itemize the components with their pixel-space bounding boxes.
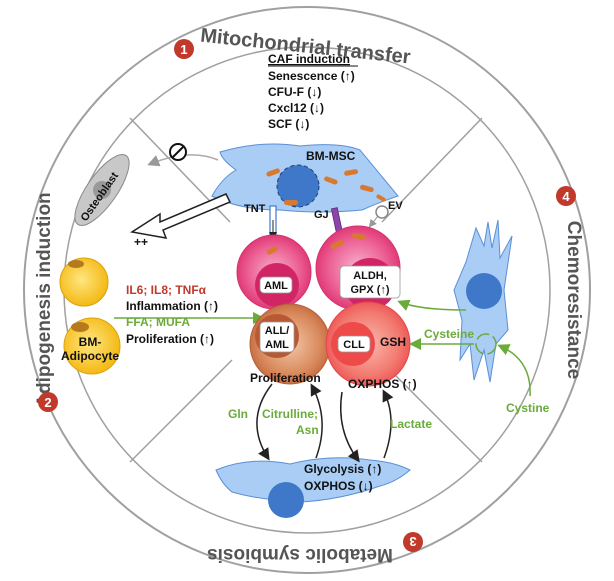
section-title-metabolic-symbiosis: Metabolic symbiosis (207, 544, 393, 565)
proliferation-label: Proliferation (250, 371, 321, 385)
inflammation-label: Inflammation (↑) (126, 299, 218, 313)
asn-label: Asn (296, 423, 319, 437)
bm-msc-nucleus (276, 164, 320, 208)
divider-sw (129, 359, 233, 463)
aldh-label-box (339, 265, 401, 299)
adipocyte-bottom (63, 317, 121, 375)
inhibition-arrow (147, 154, 219, 167)
adipocyte-label-line2: Adipocyte (61, 349, 119, 363)
adipocyte-top-nucleus (68, 260, 84, 268)
cll-label-box (337, 335, 371, 353)
oxphos-down-label: OXPHOS (↓) (304, 479, 373, 493)
ev-label: EV (388, 200, 403, 212)
section-number-badge-4 (556, 186, 576, 206)
all-aml-label-line2: AML (265, 339, 289, 351)
mitochondrion-icon (266, 246, 278, 255)
gsh-label: GSH (380, 335, 406, 349)
mitochondrion-icon (330, 240, 344, 249)
lactate-label: Lactate (390, 417, 432, 431)
all-aml-label-box (259, 321, 295, 353)
lactate-down-arrow (339, 391, 360, 463)
caf-heading: CAF induction (268, 52, 350, 66)
oxphos-up-label: OXPHOS (↑) (348, 377, 417, 391)
bm-msc-label: BM-MSC (306, 149, 356, 163)
aml-label-box (259, 276, 293, 294)
bottom-msc-cell (215, 457, 411, 503)
plusplus-label: ++ (134, 235, 148, 249)
chemo-msc-nucleus (466, 273, 502, 309)
ev-arrow (368, 215, 379, 228)
adipocyte-top (59, 257, 109, 307)
caf-line-cxcl12: Cxcl12 (↓) (268, 101, 324, 115)
section-number-badge-3 (403, 532, 423, 552)
all-aml-label-line1: ALL/ (265, 325, 289, 337)
caf-line-scf: SCF (↓) (268, 117, 309, 131)
tnt-label: TNT (244, 203, 266, 215)
section-number-2: 2 (44, 395, 51, 410)
chemo-to-aldh-arrow (397, 299, 467, 311)
mitochondrion-icon (284, 200, 298, 205)
glycolysis-label: Glycolysis (↑) (304, 462, 381, 476)
citrulline-label: Citrulline; (262, 407, 318, 421)
section-number-3: 3 (409, 534, 416, 549)
cll-label: CLL (343, 339, 365, 351)
adipocyte-bottom-nucleus (71, 322, 89, 332)
section-title-chemoresistance: Chemoresistance (563, 221, 584, 379)
section-number-1: 1 (180, 42, 187, 57)
divider-ne (381, 117, 483, 223)
mitochondrion-icon (266, 168, 280, 177)
divider-se (379, 359, 483, 463)
inhibition-icon-bar (171, 145, 185, 159)
gln-arrow (256, 383, 273, 461)
mitochondrion-icon (376, 194, 386, 202)
mitochondrion-icon (351, 233, 366, 240)
cystine-label: Cystine (506, 401, 550, 415)
mitochondrion-icon (344, 169, 359, 176)
caf-line-cfuf: CFU-F (↓) (268, 85, 321, 99)
mitochondrion-icon (360, 184, 374, 193)
aldh-label-line1: ALDH, (353, 270, 387, 282)
cytokines-label: IL6; IL8; TNFα (126, 283, 207, 297)
ffa-label: FFA; MUFA (126, 315, 190, 329)
caf-line-senescence: Senescence (↑) (268, 69, 355, 83)
bottom-msc-nucleus (268, 482, 304, 518)
aml-label: AML (264, 280, 288, 292)
proliferation-adipo-label: Proliferation (↑) (126, 332, 214, 346)
aldh-label-line2: GPX (↑) (350, 284, 389, 296)
lactate-up-arrow (382, 389, 394, 459)
section-number-4: 4 (562, 189, 570, 204)
adipogenesis-arrow (129, 193, 232, 239)
adipocyte-label-line1: BM- (79, 335, 102, 349)
gln-label: Gln (228, 407, 248, 421)
ev-vesicle (375, 205, 389, 219)
mitochondrion-icon (324, 176, 338, 185)
cysteine-label: Cysteine (424, 327, 474, 341)
section-number-badge-2 (38, 392, 58, 412)
cystine-arrow (497, 344, 531, 397)
gj-label: GJ (314, 209, 329, 221)
section-title-adipogenesis-induction: Adipogenesis induction (34, 192, 55, 407)
osteoblast-cell (74, 154, 130, 226)
cysteine-cycle-icon (475, 333, 497, 355)
citrulline-arrow (310, 383, 323, 459)
section-number-badge-1 (174, 39, 194, 59)
